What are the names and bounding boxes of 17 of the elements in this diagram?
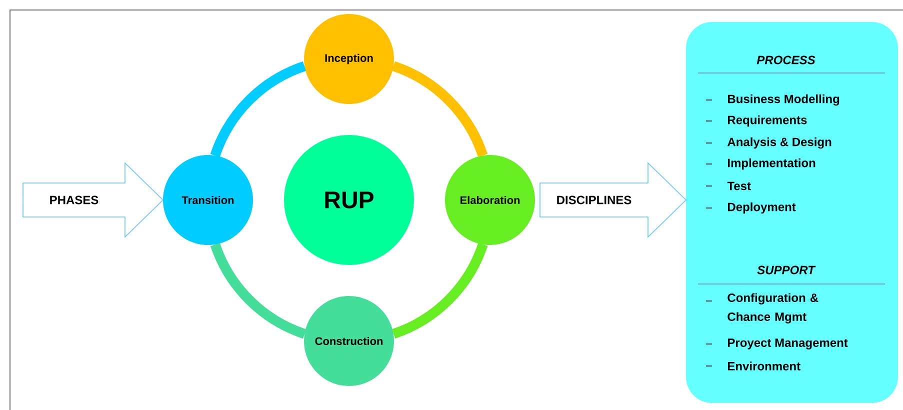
list-item: Environment — [728, 362, 800, 370]
list-item: Deployment — [728, 202, 796, 214]
list-item: Business Modelling — [728, 94, 840, 106]
list-item: Configuration & Chance Mgmt — [728, 293, 818, 324]
list-item: Implementation — [728, 158, 816, 170]
ring-arc — [210, 61, 306, 158]
list-item: Analysis & Design — [728, 137, 832, 149]
ring-arc — [210, 242, 306, 339]
ring-arc — [392, 61, 488, 158]
section-heading: SUPPORT — [757, 266, 816, 274]
list-item: Test — [727, 182, 751, 190]
list-item: Proyect Management — [728, 338, 848, 350]
section-heading: PROCESS — [756, 56, 816, 64]
block-arrow — [540, 162, 687, 238]
ring-arc — [392, 242, 488, 339]
block-arrow — [22, 162, 164, 238]
list-item: Requirements — [728, 115, 807, 127]
